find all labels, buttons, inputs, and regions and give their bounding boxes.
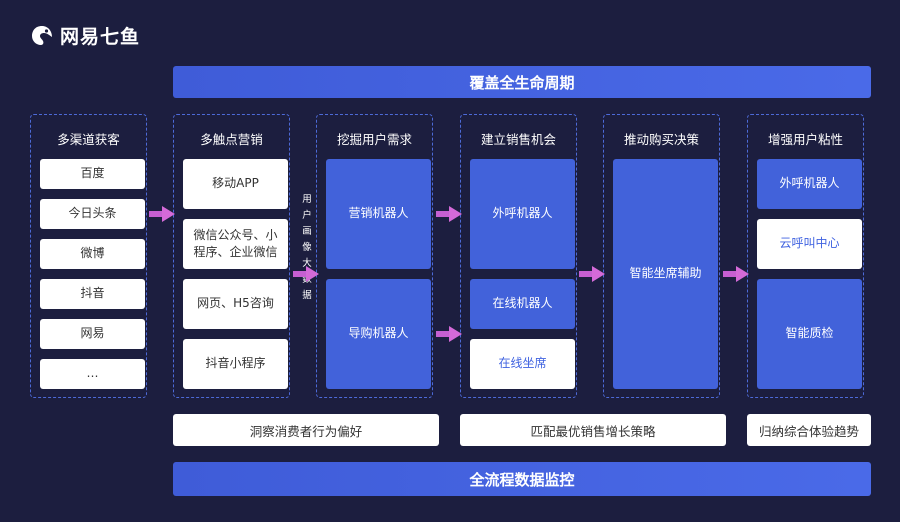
fish-logo-icon xyxy=(32,25,52,45)
smart-quality-inspection: 智能质检 xyxy=(757,279,862,389)
channel-baidu: 百度 xyxy=(40,159,145,189)
column-title: 挖掘用户需求 xyxy=(336,132,412,147)
cloud-call-center: 云呼叫中心 xyxy=(757,219,862,269)
column-title: 推动购买决策 xyxy=(623,132,699,147)
touchpoint-app: 移动APP xyxy=(183,159,288,209)
outbound-call-bot: 外呼机器人 xyxy=(470,159,575,269)
touchpoint-wechat: 微信公众号、小程序、企业微信 xyxy=(183,219,288,269)
arrow-right-icon xyxy=(436,326,462,342)
arrow-right-icon xyxy=(579,266,605,282)
insight-consumer-preference: 洞察消费者行为偏好 xyxy=(173,414,439,446)
shopping-guide-bot: 导购机器人 xyxy=(326,279,431,389)
column-channels: 多渠道获客 百度 今日头条 微博 抖音 网易 … xyxy=(30,114,147,398)
column-touchpoints: 多触点营销 移动APP 微信公众号、小程序、企业微信 网页、H5咨询 抖音小程序 xyxy=(173,114,290,398)
column-title: 多渠道获客 xyxy=(57,132,120,147)
column-title: 建立销售机会 xyxy=(480,132,556,147)
brand-name: 网易七鱼 xyxy=(60,26,141,48)
data-monitoring-banner: 全流程数据监控 xyxy=(173,462,871,496)
column-title: 多触点营销 xyxy=(200,132,263,147)
lifecycle-banner: 覆盖全生命周期 xyxy=(173,66,871,98)
online-bot: 在线机器人 xyxy=(470,279,575,329)
marketing-bot: 营销机器人 xyxy=(326,159,431,269)
user-profile-bigdata-label: 用户画像大数据 xyxy=(302,194,312,301)
touchpoint-douyin-miniapp: 抖音小程序 xyxy=(183,339,288,389)
outbound-call-bot: 外呼机器人 xyxy=(757,159,862,209)
arrow-right-icon xyxy=(723,266,749,282)
arrow-right-icon xyxy=(293,266,319,282)
column-user-stickiness: 增强用户粘性 外呼机器人 云呼叫中心 智能质检 xyxy=(747,114,864,398)
online-agent: 在线坐席 xyxy=(470,339,575,389)
smart-agent-assist: 智能坐席辅助 xyxy=(613,159,718,389)
column-title: 增强用户粘性 xyxy=(767,132,843,147)
column-sales-opportunity: 建立销售机会 外呼机器人 在线机器人 在线坐席 xyxy=(460,114,577,398)
insight-experience-trend: 归纳综合体验趋势 xyxy=(747,414,871,446)
channel-more: … xyxy=(40,359,145,389)
channel-weibo: 微博 xyxy=(40,239,145,269)
brand-logo: 网易七鱼 xyxy=(30,22,140,49)
column-user-needs: 挖掘用户需求 营销机器人 导购机器人 xyxy=(316,114,433,398)
arrow-right-icon xyxy=(149,206,175,222)
channel-netease: 网易 xyxy=(40,319,145,349)
column-purchase-decision: 推动购买决策 智能坐席辅助 xyxy=(603,114,720,398)
touchpoint-web: 网页、H5咨询 xyxy=(183,279,288,329)
insight-sales-strategy: 匹配最优销售增长策略 xyxy=(460,414,726,446)
arrow-right-icon xyxy=(436,206,462,222)
channel-douyin: 抖音 xyxy=(40,279,145,309)
channel-toutiao: 今日头条 xyxy=(40,199,145,229)
